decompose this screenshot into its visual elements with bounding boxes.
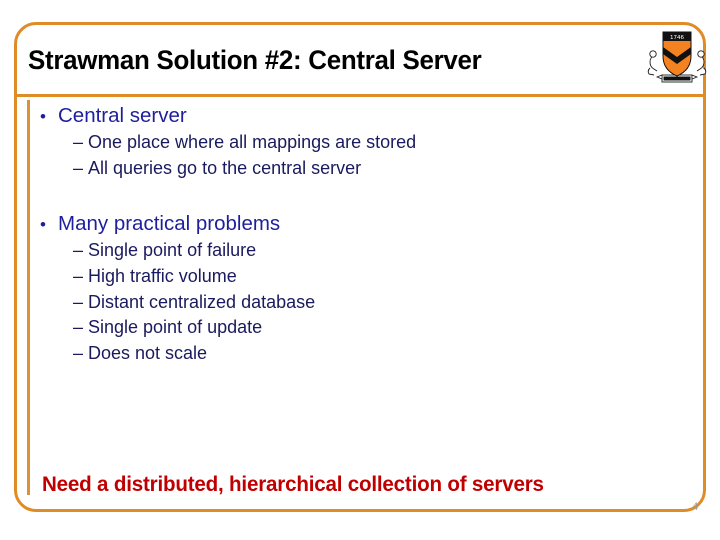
slide-body: • Central server – One place where all m… <box>40 102 690 371</box>
bullet-heading: • Many practical problems <box>40 210 690 238</box>
sub-bullet-item: – Single point of failure <box>73 238 690 264</box>
sub-bullet-item: – Does not scale <box>73 341 690 367</box>
group-spacer <box>40 186 690 210</box>
footer-emphasis-text: Need a distributed, hierarchical collect… <box>42 473 544 496</box>
sub-bullet-label: All queries go to the central server <box>88 158 362 179</box>
princeton-shield-logo: 1746 <box>646 24 708 92</box>
slide-border-frame <box>14 22 706 512</box>
bullet-heading: • Central server <box>40 102 690 130</box>
sub-bullet-item: – Distant centralized database <box>73 290 690 316</box>
sub-bullet-item: – One place where all mappings are store… <box>73 130 690 156</box>
bullet-group-central-server: • Central server – One place where all m… <box>40 102 690 182</box>
body-accent-line <box>27 100 30 495</box>
bullet-dot-icon: • <box>40 214 46 234</box>
sub-bullet-label: Distant centralized database <box>88 291 316 312</box>
page-title: Strawman Solution #2: Central Server <box>28 44 482 75</box>
sub-bullet-label: Does not scale <box>88 342 208 363</box>
title-bar: Strawman Solution #2: Central Server <box>0 30 640 90</box>
sub-bullet-label: Single point of update <box>88 317 263 338</box>
sub-bullet-item: – Single point of update <box>73 315 690 341</box>
sub-bullet-item: – High traffic volume <box>73 264 690 290</box>
bullet-group-practical-problems: • Many practical problems – Single point… <box>40 210 690 367</box>
dash-icon: – <box>73 317 84 338</box>
slide-number: 4 <box>692 499 698 513</box>
bullet-heading-label: Central server <box>58 104 187 127</box>
dash-icon: – <box>73 132 84 153</box>
bullet-dot-icon: • <box>40 107 46 126</box>
sub-bullet-label: High traffic volume <box>88 265 237 286</box>
dash-icon: – <box>73 342 84 363</box>
svg-text:1746: 1746 <box>670 35 684 41</box>
sub-bullet-item: – All queries go to the central server <box>73 156 690 182</box>
sub-bullet-label: Single point of failure <box>88 240 257 261</box>
sub-bullet-label: One place where all mappings are stored <box>88 132 417 153</box>
title-divider <box>14 94 706 97</box>
bullet-heading-label: Many practical problems <box>58 211 281 235</box>
dash-icon: – <box>73 158 84 179</box>
dash-icon: – <box>73 265 84 286</box>
dash-icon: – <box>73 240 84 261</box>
dash-icon: – <box>73 291 84 312</box>
